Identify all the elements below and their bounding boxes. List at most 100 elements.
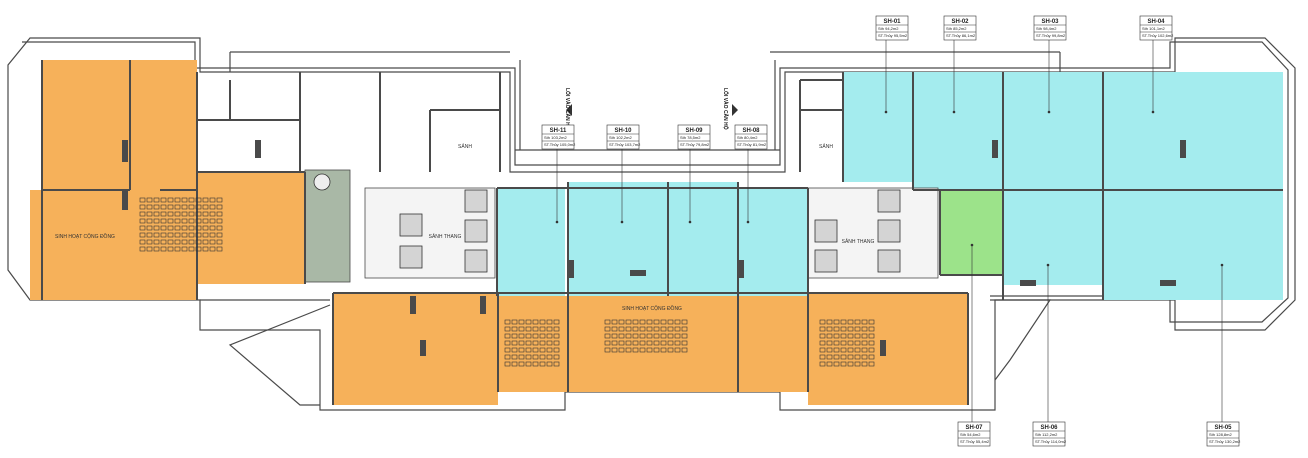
seat xyxy=(146,218,153,224)
seat xyxy=(174,204,181,210)
seat xyxy=(167,211,174,217)
unit-sh-07 xyxy=(940,190,1003,275)
seat xyxy=(209,197,216,203)
seat xyxy=(209,211,216,217)
seat xyxy=(604,340,611,346)
seat xyxy=(833,319,840,325)
seat xyxy=(532,347,539,353)
seat xyxy=(819,361,826,367)
room-label-community-left: SINH HOẠT CỘNG ĐỒNG xyxy=(55,233,115,240)
seat xyxy=(681,333,688,339)
unit-tag-area-total: ST.Thủy 102,6m2 xyxy=(1142,33,1174,38)
seat xyxy=(202,232,209,238)
seat xyxy=(188,232,195,238)
seat xyxy=(139,211,146,217)
seat xyxy=(209,239,216,245)
seat xyxy=(632,347,639,353)
seat xyxy=(167,232,174,238)
seat xyxy=(553,354,560,360)
seat xyxy=(861,354,868,360)
unit-sh-04 xyxy=(1103,72,1283,190)
column xyxy=(122,190,128,210)
seat xyxy=(546,347,553,353)
seat xyxy=(854,340,861,346)
unit-tag-area-total: ST.Thủy 95,5m2 xyxy=(878,33,908,38)
seat xyxy=(653,319,660,325)
seat xyxy=(188,246,195,252)
room-label-community-bottom: SINH HOẠT CỘNG ĐỒNG xyxy=(622,305,682,312)
column xyxy=(880,340,886,356)
seat xyxy=(504,361,511,367)
seat xyxy=(546,333,553,339)
seat xyxy=(504,333,511,339)
seat xyxy=(861,326,868,332)
seat xyxy=(674,347,681,353)
column xyxy=(122,140,128,162)
unit-tag-area-total: ST.Thủy 99,8m2 xyxy=(1036,33,1066,38)
unit-sh-02 xyxy=(913,72,1003,190)
seat xyxy=(153,218,160,224)
seat xyxy=(504,347,511,353)
seat xyxy=(518,361,525,367)
seat xyxy=(160,218,167,224)
seat xyxy=(618,347,625,353)
seat xyxy=(532,354,539,360)
seat xyxy=(854,333,861,339)
seat xyxy=(868,354,875,360)
seat xyxy=(518,347,525,353)
seat xyxy=(181,246,188,252)
seat xyxy=(174,232,181,238)
seat xyxy=(553,340,560,346)
seat xyxy=(667,340,674,346)
seat xyxy=(826,340,833,346)
unit-tag-box xyxy=(734,124,768,150)
seat xyxy=(146,211,153,217)
seat xyxy=(160,211,167,217)
unit-tag-box xyxy=(677,124,711,150)
seat xyxy=(511,354,518,360)
leader-dot xyxy=(1151,110,1155,114)
seat xyxy=(861,333,868,339)
elevator-shaft xyxy=(877,189,901,213)
seat xyxy=(667,333,674,339)
seat xyxy=(153,204,160,210)
seating-rows xyxy=(139,197,875,367)
unit-tag-area-total: ST.Thủy 86,1m2 xyxy=(946,33,976,38)
seat xyxy=(160,232,167,238)
seat xyxy=(153,197,160,203)
unit-tag-box xyxy=(957,421,991,447)
seat xyxy=(539,340,546,346)
seat xyxy=(826,354,833,360)
room-labels: SINH HOẠT CỘNG ĐỒNG SINH HOẠT CỘNG ĐỒNG … xyxy=(55,143,874,312)
seat xyxy=(826,361,833,367)
seat xyxy=(553,347,560,353)
leader-dot xyxy=(1046,263,1050,267)
seat xyxy=(826,319,833,325)
seat xyxy=(174,211,181,217)
seat xyxy=(525,319,532,325)
seat xyxy=(525,340,532,346)
seat xyxy=(511,333,518,339)
seat xyxy=(139,225,146,231)
elevator-shaft xyxy=(877,249,901,273)
entrance-label-right: LỐI VÀO CĂN HỘ xyxy=(722,88,730,130)
seat xyxy=(209,218,216,224)
seat xyxy=(604,347,611,353)
seat xyxy=(681,347,688,353)
seat xyxy=(209,225,216,231)
seat xyxy=(525,361,532,367)
seat xyxy=(174,225,181,231)
seat xyxy=(511,326,518,332)
seat xyxy=(202,211,209,217)
seat xyxy=(840,361,847,367)
seat xyxy=(539,319,546,325)
seat xyxy=(216,246,223,252)
seat xyxy=(847,319,854,325)
seat xyxy=(833,347,840,353)
seat xyxy=(868,333,875,339)
unit-tag-area: Sth 80,4m2 xyxy=(737,135,758,140)
seat xyxy=(618,326,625,332)
